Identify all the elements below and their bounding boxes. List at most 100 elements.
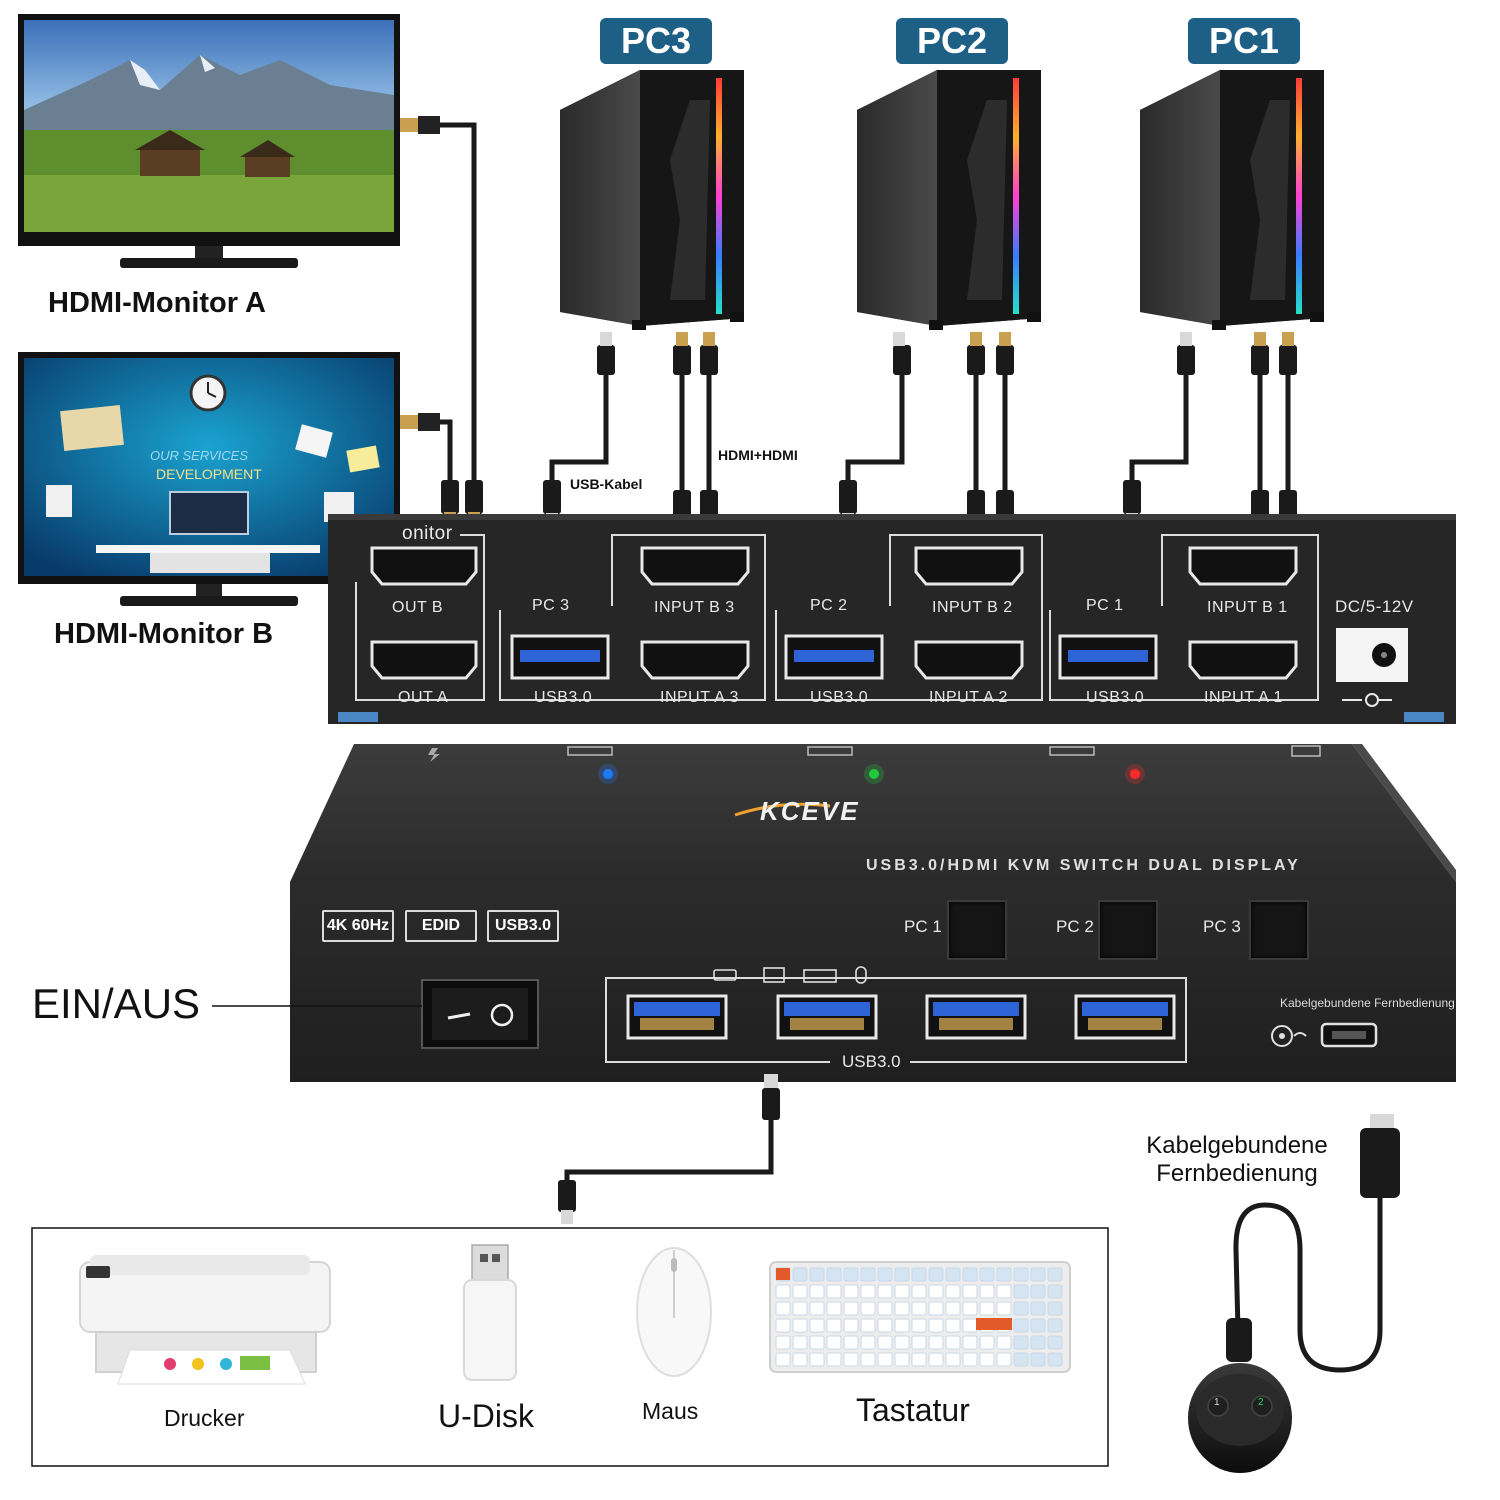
keyboard-key	[911, 1267, 927, 1282]
keyboard-key	[775, 1284, 791, 1299]
usb-rear-1-label: USB3.0	[1086, 689, 1145, 706]
hdmi-port-input-b1	[1188, 546, 1298, 586]
keyboard-key	[792, 1335, 808, 1350]
pc1-select-button[interactable]	[947, 900, 1007, 960]
keyboard-key	[911, 1335, 927, 1350]
usb-rear-3-label: USB3.0	[534, 689, 593, 706]
monitor-partial-label: onitor	[402, 523, 453, 544]
keyboard-key	[877, 1301, 893, 1316]
keyboard-key	[843, 1318, 859, 1333]
keyboard-key	[979, 1284, 995, 1299]
monitor-b	[18, 352, 440, 606]
keyboard-key	[996, 1301, 1012, 1316]
pc3-button-label: PC 3	[1203, 917, 1241, 936]
led-pc2	[869, 769, 879, 779]
keyboard-key	[945, 1318, 961, 1333]
keyboard-key	[860, 1352, 876, 1367]
remote-title-line1: Kabelgebundene	[1146, 1132, 1328, 1159]
keyboard-key	[775, 1301, 791, 1316]
keyboard-key	[894, 1335, 910, 1350]
keyboard-key	[945, 1301, 961, 1316]
keyboard-key	[860, 1318, 876, 1333]
input-a3-label: INPUT A 3	[660, 689, 739, 706]
led-pc3	[1130, 769, 1140, 779]
keyboard-key	[1030, 1301, 1046, 1316]
keyboard-key	[826, 1267, 842, 1282]
usb-rear-2-label: USB3.0	[810, 689, 869, 706]
keyboard-key	[877, 1352, 893, 1367]
mouse-icon	[636, 1247, 712, 1377]
front-usb-cable	[558, 1074, 780, 1224]
keyboard-key	[1047, 1335, 1063, 1350]
keyboard-key	[1047, 1284, 1063, 1299]
keyboard-key	[945, 1352, 961, 1367]
mouse-label: Maus	[642, 1398, 699, 1424]
badge-edid: EDID	[405, 910, 477, 942]
keyboard-key	[928, 1267, 944, 1282]
pc2-tower	[857, 70, 1041, 330]
printer-icon	[79, 1255, 331, 1385]
input-b2-label: INPUT B 2	[932, 599, 1013, 616]
keyboard-key	[962, 1335, 978, 1350]
keyboard-key	[826, 1335, 842, 1350]
pc3-badge: PC3	[600, 18, 712, 64]
power-switch[interactable]	[421, 979, 539, 1049]
pc1-tower	[1140, 70, 1324, 330]
keyboard-key	[962, 1267, 978, 1282]
keyboard-key	[843, 1335, 859, 1350]
keyboard-key	[894, 1318, 910, 1333]
keyboard-key	[877, 1284, 893, 1299]
brand-logo: KCEVE	[760, 796, 860, 826]
keyboard-key	[877, 1335, 893, 1350]
rear-pc2-label: PC 2	[810, 597, 848, 614]
keyboard-key	[996, 1284, 1012, 1299]
keyboard-key	[826, 1318, 842, 1333]
pc2-select-button[interactable]	[1098, 900, 1158, 960]
hdmi-cable-label: HDMI+HDMI	[718, 447, 798, 463]
keyboard-key	[996, 1335, 1012, 1350]
rear-pc1-label: PC 1	[1086, 597, 1124, 614]
screen-text-development: DEVELOPMENT	[156, 466, 262, 482]
rear-panel	[328, 514, 1456, 724]
keyboard-key	[911, 1284, 927, 1299]
remote-port-label: Kabelgebundene Fernbedienung	[1280, 996, 1455, 1010]
led-pc1	[603, 769, 613, 779]
remote-button-2	[1251, 1395, 1273, 1417]
remote-button-2-label: 2	[1258, 1397, 1264, 1408]
keyboard-key	[792, 1352, 808, 1367]
keyboard-key	[894, 1267, 910, 1282]
keyboard-key	[894, 1301, 910, 1316]
keyboard-key	[826, 1301, 842, 1316]
keyboard-key	[877, 1318, 893, 1333]
dc-label: DC/5-12V	[1335, 597, 1414, 616]
keyboard-key	[979, 1267, 995, 1282]
keyboard-key	[1030, 1335, 1046, 1350]
keyboard-key	[928, 1318, 944, 1333]
keyboard-key	[945, 1267, 961, 1282]
keyboard-key	[928, 1301, 944, 1316]
remote-port	[1271, 1022, 1378, 1048]
input-a1-label: INPUT A 1	[1204, 689, 1283, 706]
keyboard-key	[860, 1301, 876, 1316]
keyboard-key	[860, 1284, 876, 1299]
hdmi-port-input-a2	[914, 640, 1024, 680]
monitor-a-label: HDMI-Monitor A	[48, 287, 266, 319]
keyboard-key	[1047, 1267, 1063, 1282]
badge-usb3: USB3.0	[487, 910, 559, 942]
remote-title-line2: Fernbedienung	[1156, 1160, 1318, 1187]
keyboard-key	[792, 1318, 808, 1333]
pc3-select-button[interactable]	[1249, 900, 1309, 960]
out-a-label: OUT A	[398, 689, 449, 706]
usb-ports-rear	[510, 634, 1158, 680]
keyboard-key	[809, 1267, 825, 1282]
front-usb-group	[605, 966, 1187, 1063]
keyboard-key	[1030, 1267, 1046, 1282]
pc2-badge: PC2	[896, 18, 1008, 64]
hdmi-port-input-a1	[1188, 640, 1298, 680]
keyboard-key	[1047, 1352, 1063, 1367]
keyboard-key	[826, 1284, 842, 1299]
keyboard-icon	[769, 1261, 1071, 1373]
hdmi-port-input-b3	[640, 546, 750, 586]
monitor-b-label: HDMI-Monitor B	[54, 618, 274, 650]
devices-box	[31, 1227, 1109, 1467]
